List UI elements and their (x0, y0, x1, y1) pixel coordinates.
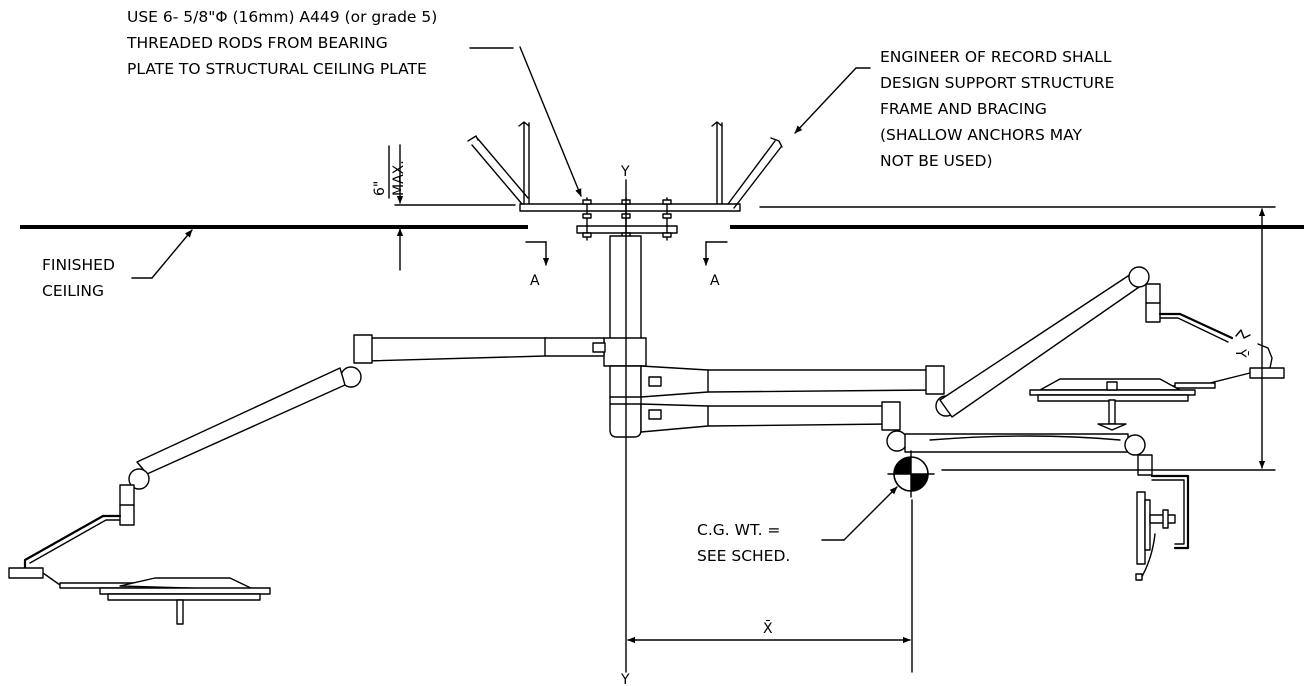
note-center-of-gravity: C.G. WT. = SEE SCHED. (697, 521, 790, 565)
left-light-arm (8, 334, 606, 589)
note-ceiling-line-2: CEILING (42, 282, 104, 300)
dim-x-bar: X̄ (763, 619, 773, 637)
note-rods-line-1: USE 6- 5/8"Φ (16mm) A449 (or grade 5) (127, 8, 437, 26)
monitor (1135, 491, 1176, 581)
note-finished-ceiling: FINISHED CEILING (42, 256, 115, 300)
right-upper-light-head (1029, 378, 1196, 431)
dim-6-value: 6" (372, 181, 388, 196)
axis-y-bottom: Y (620, 672, 630, 686)
note-cg-line-1: C.G. WT. = (697, 521, 780, 539)
note-eor-line-2: DESIGN SUPPORT STRUCTURE (880, 74, 1114, 92)
center-of-gravity-symbol (887, 450, 935, 498)
section-a-right: A (710, 273, 720, 289)
dim-y-bar-group: Ȳ (1232, 348, 1249, 358)
note-eor-line-4: (SHALLOW ANCHORS MAY (880, 126, 1083, 144)
note-eor-line-5: NOT BE USED) (880, 152, 993, 170)
note-threaded-rods: USE 6- 5/8"Φ (16mm) A449 (or grade 5) TH… (126, 8, 437, 78)
support-structure (467, 121, 783, 241)
leader-lines (131, 46, 898, 541)
section-a-left: A (530, 273, 540, 289)
dim-6-max: 6" MAX. (372, 145, 407, 199)
note-cg-line-2: SEE SCHED. (697, 547, 790, 565)
dim-max-label: MAX. (391, 160, 407, 196)
right-upper-arm (640, 266, 1285, 418)
note-eor-line-3: FRAME AND BRACING (880, 100, 1047, 118)
axis-y-top: Y (620, 164, 630, 180)
note-rods-line-2: THREADED RODS FROM BEARING (126, 34, 388, 52)
dimension-lines (394, 144, 1276, 673)
left-light-head (99, 577, 271, 625)
center-post (603, 235, 647, 438)
note-engineer-of-record: ENGINEER OF RECORD SHALL DESIGN SUPPORT … (880, 48, 1114, 170)
note-rods-line-3: PLATE TO STRUCTURAL CEILING PLATE (127, 60, 427, 78)
note-ceiling-line-1: FINISHED (42, 256, 115, 274)
dim-y-bar: Ȳ (1232, 348, 1249, 358)
note-eor-line-1: ENGINEER OF RECORD SHALL (880, 48, 1112, 66)
